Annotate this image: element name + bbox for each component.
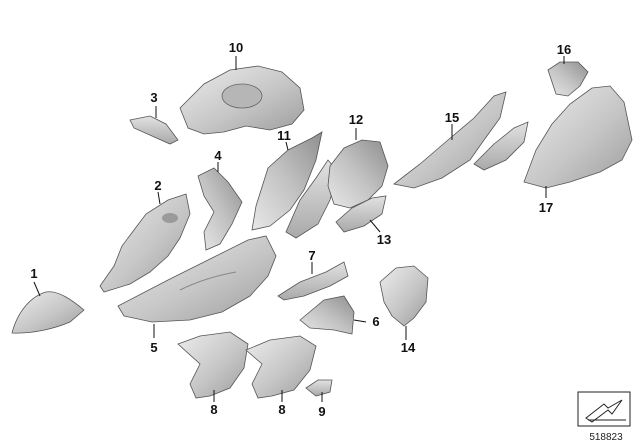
part-5-lower-fairing [117,235,277,323]
part-15-tail [393,91,507,189]
reference-number: 518823 [589,432,623,443]
callout-17: 17 [539,200,553,215]
callout-3: 3 [150,90,157,105]
callout-13: 13 [377,232,391,247]
part-9-clip [305,379,333,397]
part-8-left-panel [177,331,249,399]
part-10-cap-opening [221,83,263,109]
part-3-trim [129,115,179,145]
reference-icon-box [577,391,631,427]
part-14-bracket [379,265,429,327]
callout-16: 16 [557,42,571,57]
part-16-bracket [547,61,589,97]
leader-lines [33,56,565,402]
callout-8-right: 8 [278,402,285,417]
part-2-hole [162,213,178,223]
callout-12: 12 [349,112,363,127]
part-6-side-piece [299,295,355,335]
part-4-bracket [197,167,243,251]
callout-5: 5 [150,340,157,355]
callout-11: 11 [277,128,291,143]
part-13-trim [335,195,387,233]
part-7-strip [277,261,349,301]
callout-4: 4 [214,148,222,163]
callout-7: 7 [308,248,315,263]
callout-9: 9 [318,404,325,419]
callout-labels: 1 2 3 4 5 6 7 8 8 9 10 11 12 13 14 15 16… [30,40,571,419]
callout-14: 14 [401,340,416,355]
part-11b-inner [285,159,339,239]
callout-2: 2 [154,178,161,193]
part-12-rear-cover [327,139,389,209]
part-11-side-cover [251,131,323,231]
part-17-rear-fairing [523,85,633,189]
callout-15: 15 [445,110,459,125]
callout-8-left: 8 [210,402,217,417]
part-15b-inner [473,121,529,171]
part-1-cowl [11,291,85,334]
callout-1: 1 [30,266,37,281]
callout-6: 6 [372,314,379,329]
part-8-right-panel [245,335,317,399]
callout-10: 10 [229,40,243,55]
